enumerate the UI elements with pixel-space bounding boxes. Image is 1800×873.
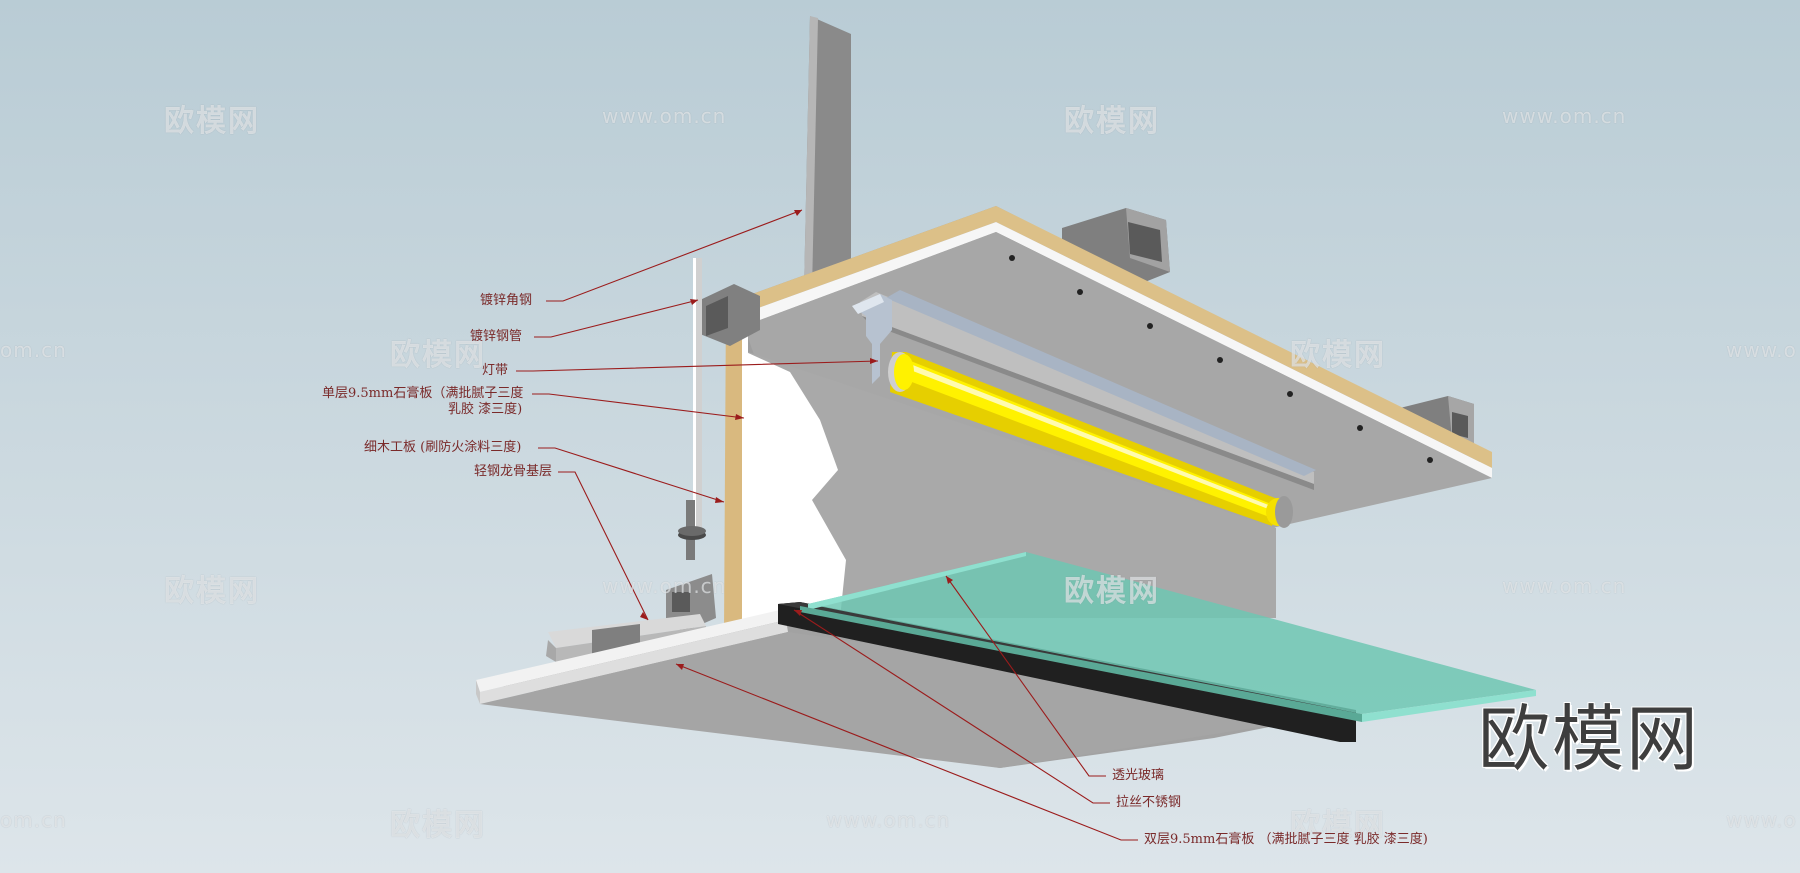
label-angle-steel: 镀锌角钢 <box>480 293 533 308</box>
leader-gypsum-single <box>532 393 745 419</box>
label-steel-pipe: 镀锌钢管 <box>470 329 523 344</box>
leader-stainless <box>793 609 1110 804</box>
label-gypsum-single-line2: 乳胶 漆三度) <box>448 402 523 417</box>
label-gypsum-double: 双层9.5mm石膏板 （满批腻子三度 乳胶 漆三度) <box>1144 832 1428 847</box>
leader-angle-steel <box>546 209 803 302</box>
light-strip-rail <box>860 290 1316 490</box>
leader-blockboard <box>538 447 725 503</box>
leader-glass <box>945 575 1106 777</box>
label-stainless: 拉丝不锈钢 <box>1116 795 1182 810</box>
vertical-wood-board <box>724 296 748 632</box>
leader-steel-pipe <box>534 299 699 338</box>
bottom-gypsum-board <box>476 610 1354 768</box>
leader-arrowheads <box>640 210 953 670</box>
label-glass: 透光玻璃 <box>1112 768 1165 783</box>
leader-light-strip <box>516 360 879 372</box>
label-light-strip: 灯带 <box>482 363 509 378</box>
label-gypsum-single-line1: 单层9.5mm石膏板（满批腻子三度 <box>322 386 524 401</box>
galvanized-steel-pipe <box>678 258 706 560</box>
leader-gypsum-double <box>675 663 1138 841</box>
brand-logo-text: 欧模网 <box>1478 697 1701 781</box>
light-strip-tube <box>888 352 1293 528</box>
square-tube-left <box>700 284 760 346</box>
light-bracket-clip <box>852 294 892 384</box>
translucent-glass <box>800 552 1536 722</box>
leader-steel-keel <box>558 471 649 621</box>
leader-lines <box>516 209 1138 841</box>
label-steel-keel: 轻钢龙骨基层 <box>474 464 553 479</box>
label-blockboard: 细木工板 (刷防火涂料三度) <box>364 440 522 455</box>
hanger-angle-steel <box>804 16 851 290</box>
drop-wall <box>746 352 1276 618</box>
